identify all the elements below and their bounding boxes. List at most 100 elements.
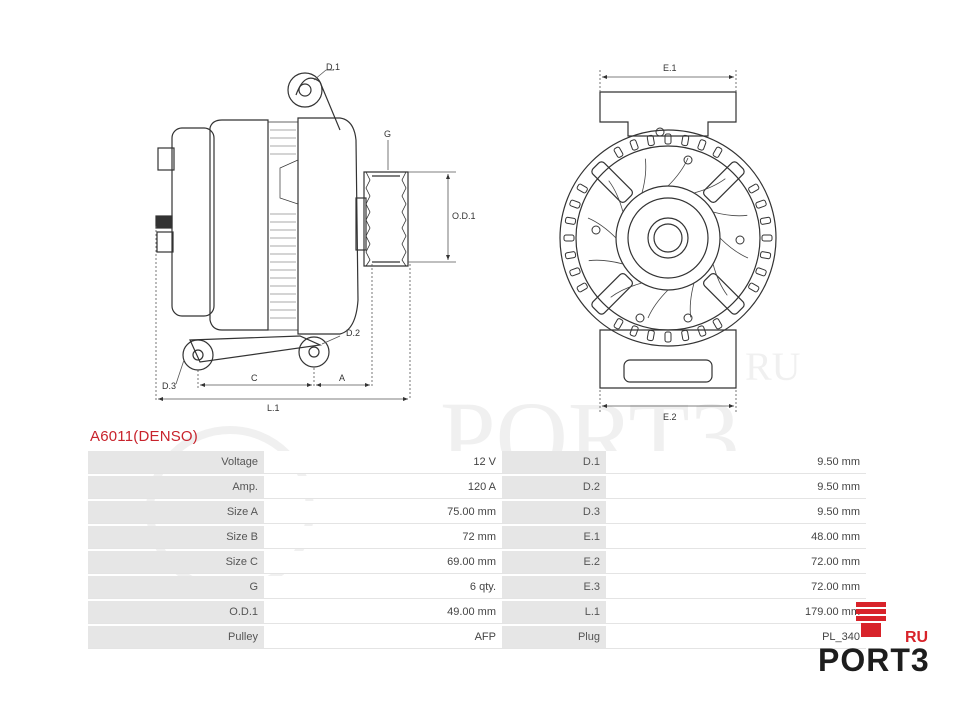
label-d2: D.2 [346, 328, 360, 338]
spec-value: 12 V [264, 451, 502, 474]
ear-d3 [182, 339, 214, 371]
spec-value: PL_340 [606, 626, 866, 649]
fan-blade [610, 282, 643, 298]
vent-slot [576, 183, 588, 194]
housing-front [297, 117, 359, 335]
housing-rear [209, 119, 269, 331]
spec-value: 49.00 mm [264, 601, 502, 624]
vent-slot [664, 331, 672, 343]
spec-key: D.2 [502, 476, 606, 499]
fan-blade [588, 259, 624, 265]
port3-logo [818, 600, 938, 682]
spec-value: 120 A [264, 476, 502, 499]
rear-cover [171, 127, 215, 317]
spec-key: G [88, 576, 264, 599]
spec-value: 75.00 mm [264, 501, 502, 524]
fan-blade [641, 158, 647, 194]
vent-slot [569, 199, 581, 209]
spec-value: 69.00 mm [264, 551, 502, 574]
vent-slot [681, 134, 690, 147]
fan-blade [647, 289, 669, 319]
spec-key: O.D.1 [88, 601, 264, 624]
fan-blade [667, 157, 689, 187]
label-od1: O.D.1 [452, 211, 476, 221]
fan-blade [587, 217, 617, 239]
terminal-3 [155, 215, 173, 229]
spec-value: 72.00 mm [606, 576, 866, 599]
fan-blade [712, 263, 728, 296]
spec-value: 6 qty. [264, 576, 502, 599]
spec-key: E.3 [502, 576, 606, 599]
fan-blades [587, 157, 749, 319]
fan-blade [719, 237, 749, 259]
spec-key: Size B [88, 526, 264, 549]
alternator-drawing: D.1 G O.D.1 D.2 D.3 C A L.1 [155, 62, 777, 422]
logo-suffix: RU [905, 629, 929, 646]
spec-value: AFP [264, 626, 502, 649]
vent-slot [761, 234, 773, 242]
fan-blade [712, 211, 748, 217]
spec-value: 9.50 mm [606, 451, 866, 474]
label-e2: E.2 [663, 412, 677, 422]
logo-text: PORT3 [818, 642, 930, 678]
spec-value: 72 mm [264, 526, 502, 549]
label-d1: D.1 [326, 62, 340, 72]
vent-slot [664, 133, 672, 145]
vent-slot [576, 282, 588, 293]
spec-value: 48.00 mm [606, 526, 866, 549]
spec-key: Amp. [88, 476, 264, 499]
vent-slot [646, 329, 655, 342]
product-title: A6011(DENSO) [90, 428, 198, 445]
vent-slot [613, 318, 624, 330]
vent-slot [697, 325, 707, 337]
front-view [559, 91, 777, 389]
label-d3: D.3 [162, 381, 176, 391]
vent-slot [646, 134, 655, 147]
label-l1: L.1 [267, 403, 280, 413]
spec-key: D.3 [502, 501, 606, 524]
vent-slot [629, 139, 639, 151]
vent-slot [712, 146, 723, 158]
vent-slot [629, 325, 639, 337]
spec-key: E.1 [502, 526, 606, 549]
vent-slot [697, 139, 707, 151]
fan-blade [608, 180, 624, 213]
vent-slot [569, 267, 581, 277]
vent-slot [564, 251, 577, 260]
label-g: G [384, 129, 391, 139]
spec-key: Plug [502, 626, 606, 649]
spec-key: L.1 [502, 601, 606, 624]
vent-slot [563, 234, 575, 242]
fan-blade [693, 178, 726, 194]
vent-slot [613, 146, 624, 158]
vent-slot [681, 329, 690, 342]
vent-slot [759, 251, 772, 260]
vent-slot [748, 183, 760, 194]
ear-d1 [287, 72, 323, 108]
piston-icon [856, 602, 886, 637]
spec-value: 179.00 mm [606, 601, 866, 624]
label-c: C [251, 373, 258, 383]
vent-slot [564, 216, 577, 225]
spec-value: 9.50 mm [606, 501, 866, 524]
vent-slot [755, 267, 767, 277]
ear-d2 [298, 336, 330, 368]
terminal-2 [156, 231, 174, 253]
label-e1: E.1 [663, 63, 677, 73]
spec-key: Size C [88, 551, 264, 574]
vent-slot [712, 318, 723, 330]
vent-slot [748, 282, 760, 293]
vent-slots [563, 133, 773, 343]
terminal-1 [157, 147, 175, 171]
spec-value: 9.50 mm [606, 476, 866, 499]
label-a: A [339, 373, 345, 383]
